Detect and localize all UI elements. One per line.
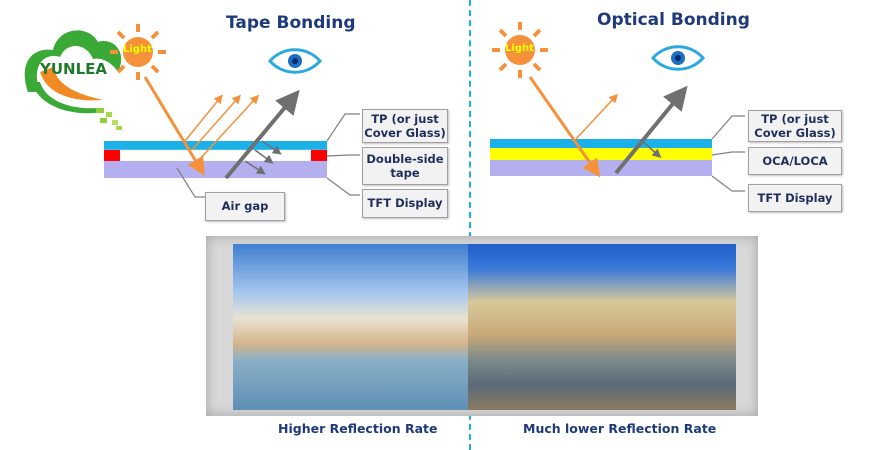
label-tp-right: TP (or just Cover Glass) (748, 110, 842, 142)
tft-layer-left (104, 161, 327, 178)
tape-left (104, 150, 120, 161)
label-air-gap: Air gap (205, 192, 285, 221)
incident-ray-left (143, 76, 205, 176)
label-tft-left: TFT Display (362, 189, 448, 218)
eye-icon-left (268, 48, 322, 78)
right-panel-title: Optical Bonding (597, 10, 750, 30)
comparison-photo-frame (206, 236, 758, 416)
left-panel-title: Tape Bonding (226, 13, 356, 33)
label-tape: Double-side tape (362, 147, 448, 185)
caption-lower-reflection: Much lower Reflection Rate (523, 421, 717, 436)
view-ray-left (224, 89, 300, 180)
tape-right (311, 150, 327, 161)
logo-text: YUNLEA (40, 60, 108, 78)
reflected-ray-2 (191, 94, 241, 151)
photo-high-reflection (233, 244, 468, 410)
tp-layer-left (104, 141, 327, 150)
reflected-ray-right (575, 93, 619, 140)
panel-divider (469, 0, 471, 450)
tp-layer-right (490, 139, 712, 148)
sun-icon-right: Light (490, 20, 550, 80)
incident-ray-right (528, 76, 601, 178)
sun-icon-left: Light (108, 22, 168, 82)
tft-layer-right (490, 160, 712, 176)
logo-cloud-icon (24, 30, 122, 130)
oca-layer (490, 148, 712, 160)
eye-icon-right (651, 45, 705, 75)
label-oca: OCA/LOCA (748, 147, 842, 175)
optical-bonding-diagram (490, 76, 745, 192)
caption-higher-reflection: Higher Reflection Rate (278, 421, 438, 436)
air-gap-layer (103, 149, 328, 162)
sun-label-right: Light (505, 43, 534, 54)
brand-logo: YUNLEA (18, 12, 128, 132)
reflected-ray-3 (197, 94, 260, 162)
label-tft-right: TFT Display (748, 184, 842, 212)
view-ray-right (614, 85, 688, 175)
reflected-ray-1 (184, 94, 223, 142)
tape-bonding-diagram (103, 76, 360, 198)
label-tp-left: TP (or just Cover Glass) (362, 109, 448, 143)
photo-low-reflection (468, 244, 736, 410)
sun-label-left: Light (123, 44, 152, 55)
